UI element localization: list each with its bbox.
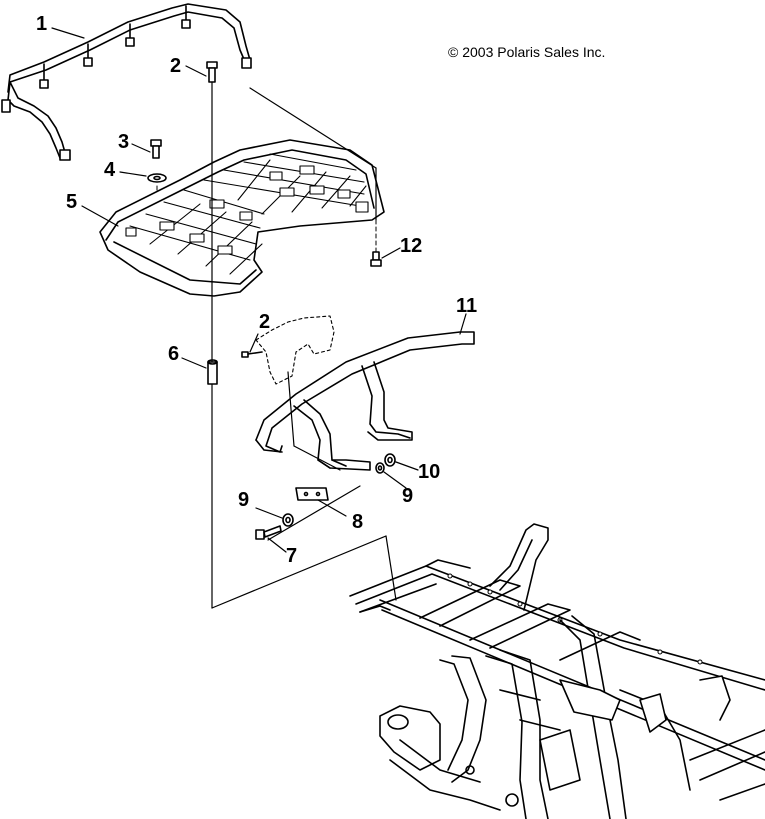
callout-9-right: 9 [402,485,414,507]
bolt-part-12 [370,219,382,267]
callout-2-lower: 2 [259,311,271,333]
callout-7: 7 [286,545,298,567]
rear-rack-part [99,139,385,297]
callout-6: 6 [168,343,180,365]
bolt-part-top [206,61,218,83]
callout-8: 8 [352,511,364,533]
callout-leaders [51,27,467,553]
rack-support-part [255,331,475,471]
callout-12: 12 [400,235,423,257]
spacer-part [207,359,218,385]
bolt-part-lower [241,351,263,358]
washer-parts [282,453,396,527]
callout-10: 10 [418,461,441,483]
rack-rail-part [1,3,252,161]
leader-lines [211,81,397,609]
bolt-part-7 [255,525,282,540]
callout-3: 3 [118,131,130,153]
chassis-frame [349,523,765,819]
callout-11: 11 [456,295,478,317]
callout-5: 5 [66,191,78,213]
callout-9-left: 9 [238,489,250,511]
plate-part [295,487,329,501]
copyright-notice: © 2003 Polaris Sales Inc. [448,44,606,60]
callout-1: 1 [36,13,48,35]
bracket-outline [255,315,335,385]
callout-2: 2 [170,55,182,77]
callout-4: 4 [104,159,116,181]
